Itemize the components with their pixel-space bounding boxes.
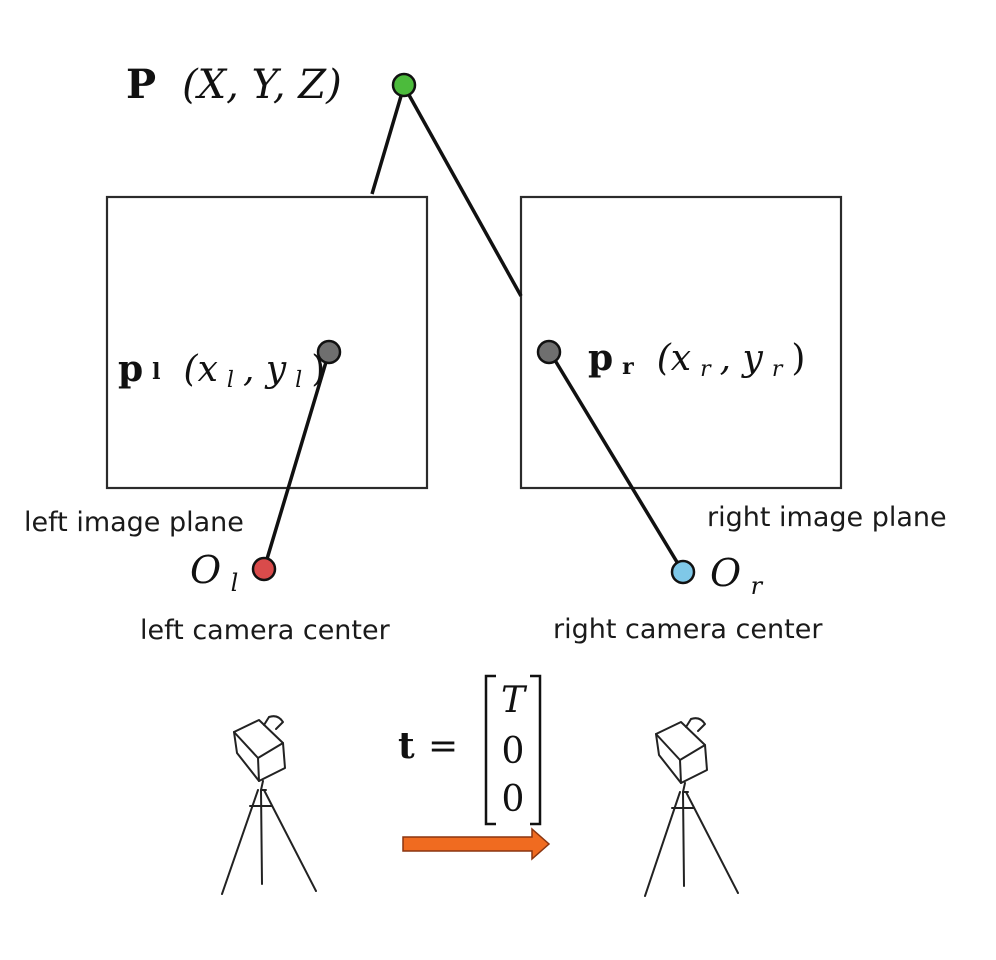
- ray-right-camera: [548, 351, 685, 573]
- left-image-point-label: p l (x l , y l ): [118, 347, 325, 395]
- left-center-sub: l: [231, 569, 239, 597]
- point-P-name: P: [126, 61, 156, 108]
- left-coords-close: ): [311, 349, 325, 390]
- right-center-sub: r: [751, 572, 764, 600]
- ray-left-to-P: [370, 85, 406, 195]
- translation-symbol: t: [398, 725, 415, 767]
- right-camera-center-label: right camera center: [553, 614, 823, 645]
- translation-equals: =: [428, 726, 458, 767]
- left-coords-mid: , y: [243, 349, 287, 390]
- left-coords-sub1: l: [227, 368, 234, 393]
- right-image-point-marker: [536, 339, 562, 365]
- left-camera-center-label: left camera center: [140, 615, 391, 646]
- right-center-name: O: [710, 551, 741, 595]
- matrix-entry-1: T: [501, 680, 528, 721]
- left-center-name: O: [190, 548, 221, 592]
- left-image-plane-label: left image plane: [24, 507, 244, 538]
- right-coords-open: (x: [657, 338, 691, 379]
- right-image-plane: [519, 195, 843, 490]
- point-P-label: P (X, Y, Z): [126, 61, 342, 108]
- right-camera-center-symbol: O r: [710, 551, 764, 600]
- right-image-plane-label: right image plane: [707, 502, 947, 533]
- matrix-entry-2: 0: [502, 731, 525, 772]
- left-image-point-marker: [316, 339, 342, 365]
- right-point-name: p: [588, 337, 613, 379]
- right-coords-mid: , y: [720, 338, 764, 379]
- right-image-point-label: p r (x r , y r ): [588, 337, 805, 384]
- left-point-sub: l: [152, 359, 160, 385]
- point-P-coords: (X, Y, Z): [182, 62, 342, 108]
- left-image-plane: [105, 195, 429, 490]
- translation-arrow: [402, 827, 551, 861]
- ray-right-to-P: [402, 85, 523, 297]
- left-coords-sub2: l: [295, 368, 302, 393]
- right-point-sub: r: [622, 354, 634, 380]
- right-coords-sub2: r: [772, 357, 784, 382]
- matrix-right-bracket: [530, 674, 542, 826]
- left-camera-center-symbol: O l: [190, 548, 238, 597]
- right-coords-close: ): [791, 338, 805, 379]
- right-coords-sub1: r: [700, 357, 712, 382]
- right-camera-tripod-icon: [644, 717, 739, 897]
- ray-left-camera: [262, 351, 331, 570]
- left-camera-center-marker: [251, 556, 277, 582]
- left-coords-open: (x: [184, 349, 218, 390]
- matrix-entry-3: 0: [502, 779, 525, 820]
- left-point-name: p: [118, 348, 143, 390]
- right-camera-center-marker: [670, 559, 696, 585]
- matrix-left-bracket: [484, 674, 496, 826]
- point-P-marker: [391, 72, 417, 98]
- left-camera-tripod-icon: [221, 715, 317, 895]
